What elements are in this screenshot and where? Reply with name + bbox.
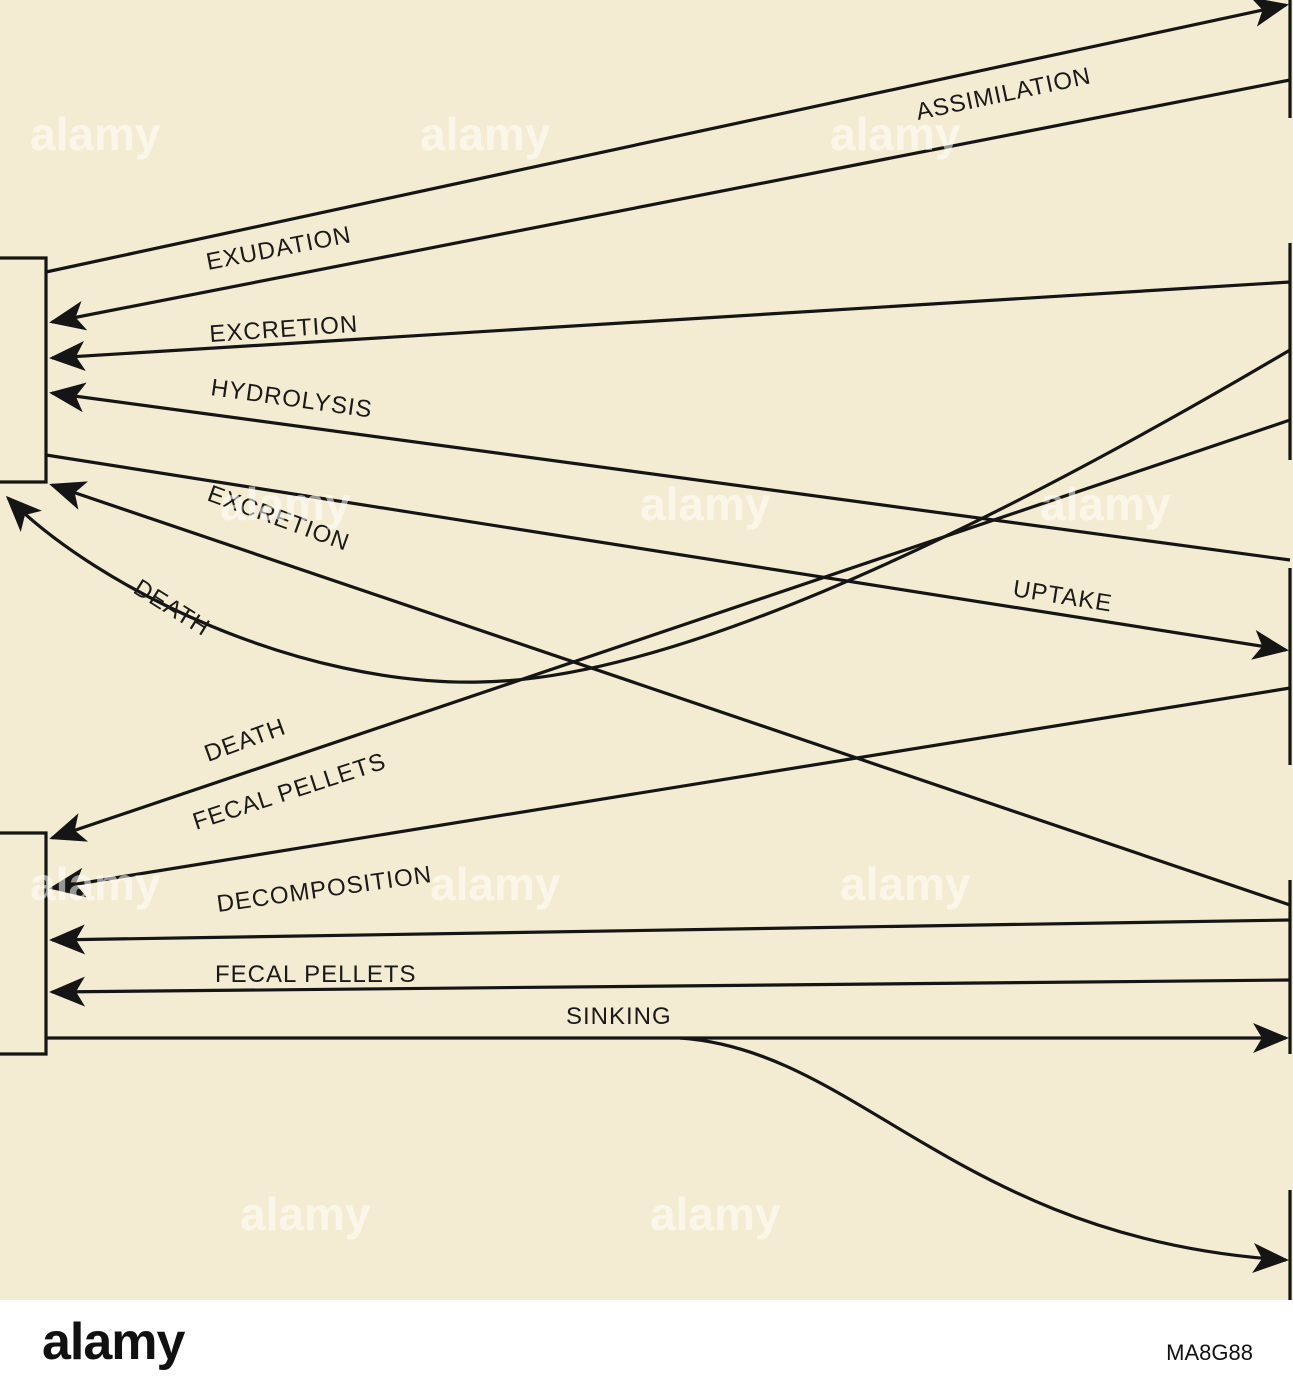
fecal-pellets-horiz-arrow <box>49 976 1291 1007</box>
death-lower-label: DEATH <box>201 713 290 767</box>
sinking-branch-arrow <box>679 1036 1289 1273</box>
uptake-label: UPTAKE <box>1011 575 1114 617</box>
decomposition-arrow <box>49 918 1291 955</box>
diagram-canvas: ASSIMILATION EXUDATION EXCRETION HYDROLY… <box>0 0 1292 1300</box>
compartment-left-top-box <box>0 256 48 484</box>
death-lower-arrow <box>49 418 1291 842</box>
excretion-top-label: EXCRETION <box>209 311 360 348</box>
assimilation-label: ASSIMILATION <box>914 62 1094 125</box>
exudation-arrow <box>49 78 1291 331</box>
stock-id-label: MA8G88 <box>1166 1340 1253 1365</box>
excretion-mid-arrow <box>49 481 1291 907</box>
death-upper-label: DEATH <box>129 574 215 642</box>
brand-logo: alamy <box>42 1313 185 1371</box>
hydrolysis-arrow <box>49 382 1291 562</box>
sinking-label: SINKING <box>566 1003 672 1030</box>
death-upper-arrow <box>5 348 1291 684</box>
fecal-pellets-horiz-label: FECAL PELLETS <box>215 961 417 988</box>
watermark-band <box>0 1300 1293 1390</box>
fecal-pellets-diag-arrow <box>49 686 1291 898</box>
assimilation-arrow <box>45 0 1289 274</box>
excretion-top-arrow <box>49 280 1291 371</box>
compartment-left-bottom-box <box>0 831 48 1056</box>
flow-diagram: ASSIMILATION EXUDATION EXCRETION HYDROLY… <box>0 0 1293 1300</box>
uptake-arrow <box>45 453 1289 660</box>
decomposition-label: DECOMPOSITION <box>215 861 434 918</box>
